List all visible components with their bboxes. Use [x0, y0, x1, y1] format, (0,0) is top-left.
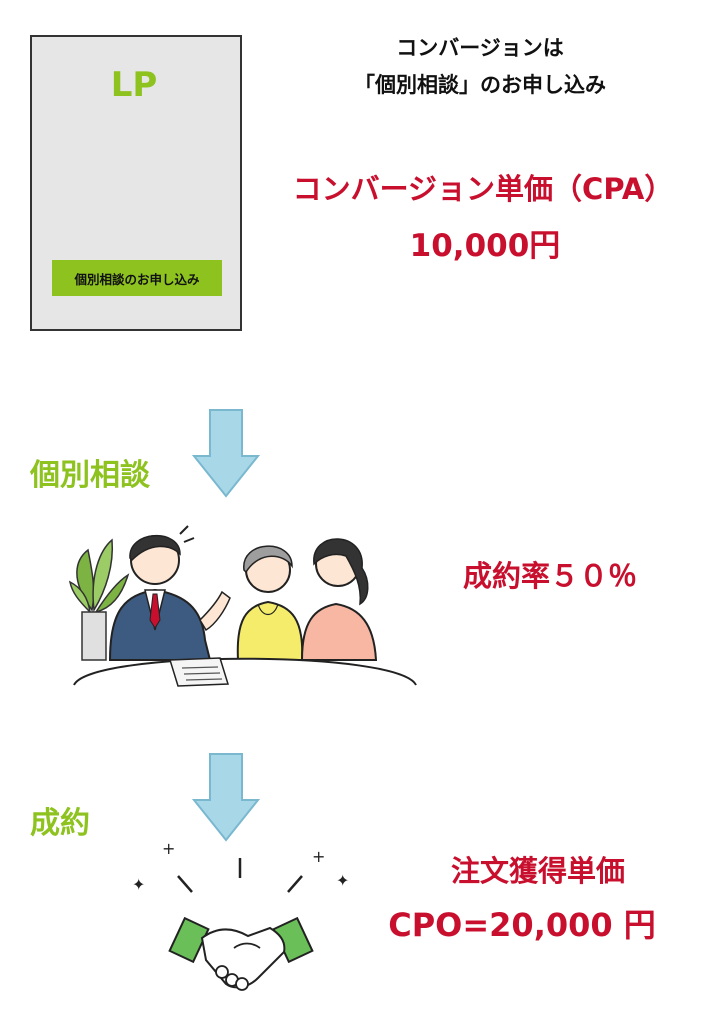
conversion-title-line2: 「個別相談」のお申し込み	[354, 72, 606, 97]
cpa-value: 10,000円	[409, 228, 561, 264]
cpo-label: 注文獲得単価	[450, 854, 625, 888]
man-figure	[108, 525, 231, 661]
down-arrow-icon	[191, 409, 261, 498]
lp-label: LP	[110, 65, 158, 105]
svg-text:+: +	[162, 839, 175, 858]
lp-mockup: LP 個別相談のお申し込み	[30, 35, 242, 331]
step-consultation-label: 個別相談	[30, 458, 150, 493]
cpo-value: CPO=20,000 円	[388, 906, 656, 944]
young-woman-figure	[300, 538, 378, 661]
cpa-label: コンバージョン単価（CPA）	[292, 172, 674, 206]
step-contract-label: 成約	[30, 806, 90, 841]
svg-text:+: +	[312, 847, 325, 866]
older-woman-figure	[236, 545, 304, 661]
sparkle-icon: + + ✦ ✦	[132, 839, 349, 894]
consultation-apply-button[interactable]: 個別相談のお申し込み	[52, 260, 222, 296]
plant-icon	[68, 538, 130, 661]
conversion-title: コンバージョンは 「個別相談」のお申し込み	[300, 30, 660, 104]
handshake-icon: + + ✦ ✦	[132, 839, 349, 991]
svg-text:✦: ✦	[132, 875, 145, 894]
meeting-illustration	[68, 525, 417, 687]
conversion-title-line1: コンバージョンは	[396, 36, 564, 60]
closing-rate: 成約率５０％	[462, 559, 637, 593]
svg-text:✦: ✦	[336, 871, 349, 890]
down-arrow-icon	[191, 753, 261, 842]
table	[73, 657, 417, 686]
document-icon	[168, 657, 230, 687]
